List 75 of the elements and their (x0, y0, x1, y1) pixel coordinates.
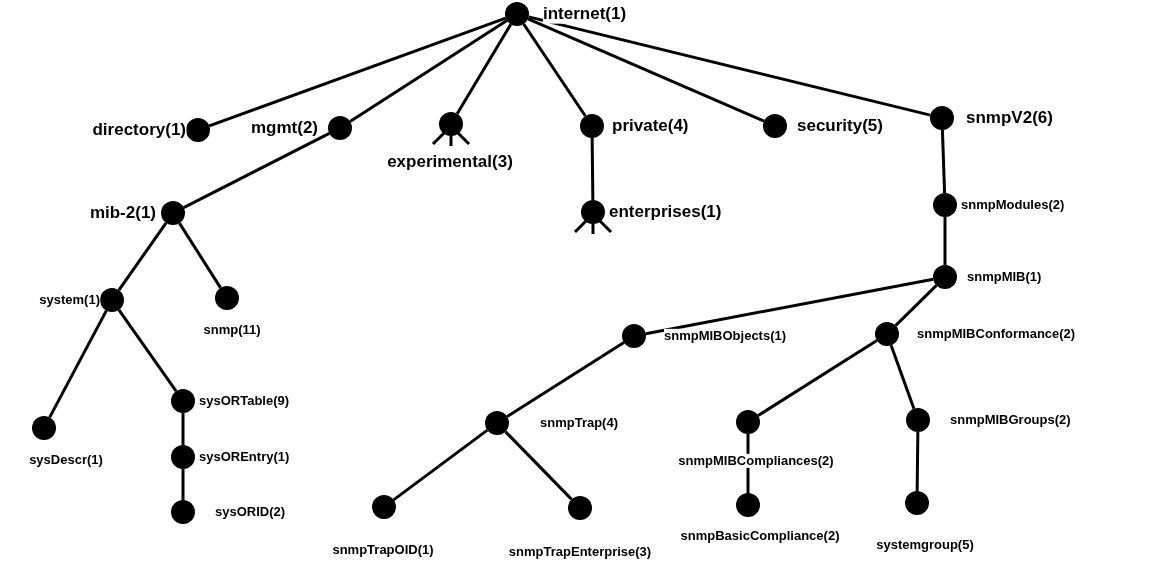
node-label: snmpTrapOID(1) (332, 542, 434, 558)
node-dot (933, 265, 957, 289)
node-dot (485, 411, 509, 435)
node-label: snmpTrapEnterprise(3) (508, 544, 652, 560)
tree-branch (504, 430, 573, 501)
node-label: snmpMIBGroups(2) (950, 412, 1071, 428)
node-dot (622, 324, 646, 348)
node-label: enterprises(1) (609, 202, 722, 222)
tree-branch (889, 344, 916, 410)
node-dot (736, 493, 760, 517)
node-label: experimental(3) (387, 152, 513, 172)
node-dot (875, 322, 899, 346)
tree-branch (208, 16, 507, 128)
node-dot (171, 500, 195, 524)
tree-branch (48, 309, 108, 419)
tree-branch (117, 308, 178, 393)
tree-branch (645, 277, 934, 336)
node-dot (763, 114, 787, 138)
node-label: snmpTrap(4) (540, 415, 618, 431)
node-label: sysDescr(1) (29, 452, 103, 468)
node-dot (100, 288, 124, 312)
node-dot (161, 201, 185, 225)
tree-branch (455, 23, 513, 115)
node-label: internet(1) (543, 4, 627, 24)
node-label: mib-2(1) (89, 203, 156, 223)
tree-branch (392, 428, 489, 502)
node-dot (171, 389, 195, 413)
tree-branch (181, 469, 185, 500)
node-label: private(4) (612, 116, 689, 136)
node-label: sysORID(2) (215, 504, 286, 520)
node-dot (933, 193, 957, 217)
tree-branch (528, 15, 931, 117)
node-label: directory(1) (92, 120, 186, 140)
node-label: snmpBasicCompliance(2) (680, 528, 840, 544)
node-label: sysOREntry(1) (199, 449, 290, 465)
node-dot (215, 286, 239, 310)
node-label: system(1) (39, 292, 100, 308)
node-dot (505, 2, 529, 26)
node-dot (568, 496, 592, 520)
node-dot (186, 118, 210, 142)
tree-branch (940, 129, 947, 194)
node-dot (580, 114, 604, 138)
node-label: mgmt(2) (250, 118, 318, 138)
node-label: sysORTable(9) (199, 393, 290, 409)
tree-branch (506, 341, 625, 418)
node-label: snmpModules(2) (961, 197, 1065, 213)
node-dot (328, 116, 352, 140)
tree-branch (181, 413, 185, 445)
tree-branch (183, 132, 330, 209)
node-dot (372, 495, 396, 519)
node-dot (581, 200, 605, 224)
tree-branch (349, 19, 508, 123)
tree-branch (943, 217, 947, 265)
node-label: snmpV2(6) (966, 108, 1053, 128)
node-dot (736, 410, 760, 434)
node-dot (906, 408, 930, 432)
tree-branch (915, 431, 920, 492)
node-dot (32, 416, 56, 440)
tree-branch (117, 221, 168, 292)
node-label: snmpMIBObjects(1) (664, 328, 787, 344)
node-label: snmp(11) (203, 322, 261, 338)
node-dot (171, 445, 195, 469)
node-label: snmpMIB(1) (967, 269, 1042, 285)
node-label: security(5) (797, 116, 883, 136)
node-dot (930, 106, 954, 130)
tree-branch (527, 17, 765, 123)
tree-branch (522, 23, 587, 117)
tree-branch (894, 284, 938, 327)
tree-branch (178, 222, 222, 289)
node-label: snmpMIBConformance(2) (917, 326, 1076, 342)
node-dot (439, 112, 463, 136)
node-label: snmpMIBCompliances(2) (678, 453, 834, 469)
node-dot (905, 491, 929, 515)
node-label: systemgroup(5) (876, 537, 974, 553)
tree-branch (757, 339, 878, 417)
